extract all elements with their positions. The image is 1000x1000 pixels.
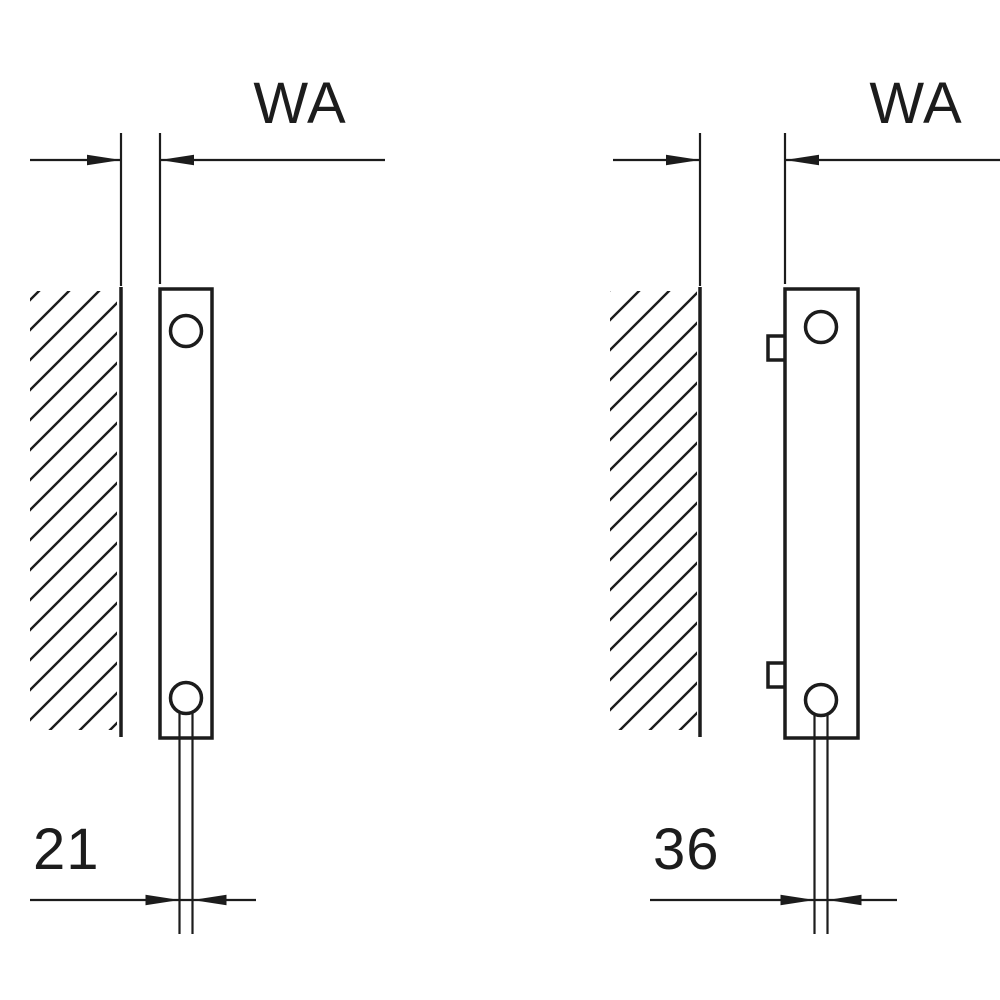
wall-distance-dimension: WA [30, 71, 385, 286]
radiator-panel [158, 287, 214, 740]
connection-dimension: 36 [650, 817, 897, 906]
mounting-bracket-top [766, 334, 785, 362]
arrowhead-left-icon [827, 894, 862, 906]
arrowhead-left-icon [160, 154, 194, 166]
arrowhead-left-icon [785, 154, 819, 166]
pipe-connection-bottom [803, 682, 839, 718]
wall-distance-label: WA [869, 71, 962, 136]
pipe-connection-bottom [168, 680, 204, 716]
mounting-bracket-bottom [766, 661, 785, 689]
pipe-connection-top [168, 313, 204, 349]
wall-hatching [610, 291, 697, 730]
figure-right: WA 36 [610, 71, 1000, 934]
wall-hatching [30, 291, 117, 730]
arrowhead-right-icon [145, 894, 180, 906]
radiator-panel [783, 287, 860, 740]
arrowhead-right-icon [87, 154, 121, 166]
arrowhead-right-icon [780, 894, 815, 906]
connection-dimension-value: 21 [33, 817, 100, 882]
connection-dimension: 21 [30, 817, 256, 906]
wall-distance-dimension: WA [613, 71, 1000, 286]
arrowhead-right-icon [666, 154, 700, 166]
wall-distance-label: WA [253, 71, 346, 136]
pipe-connection-top [803, 309, 839, 345]
connection-dimension-value: 36 [653, 817, 720, 882]
figure-left: WA 21 [30, 71, 385, 934]
arrowhead-left-icon [192, 894, 227, 906]
